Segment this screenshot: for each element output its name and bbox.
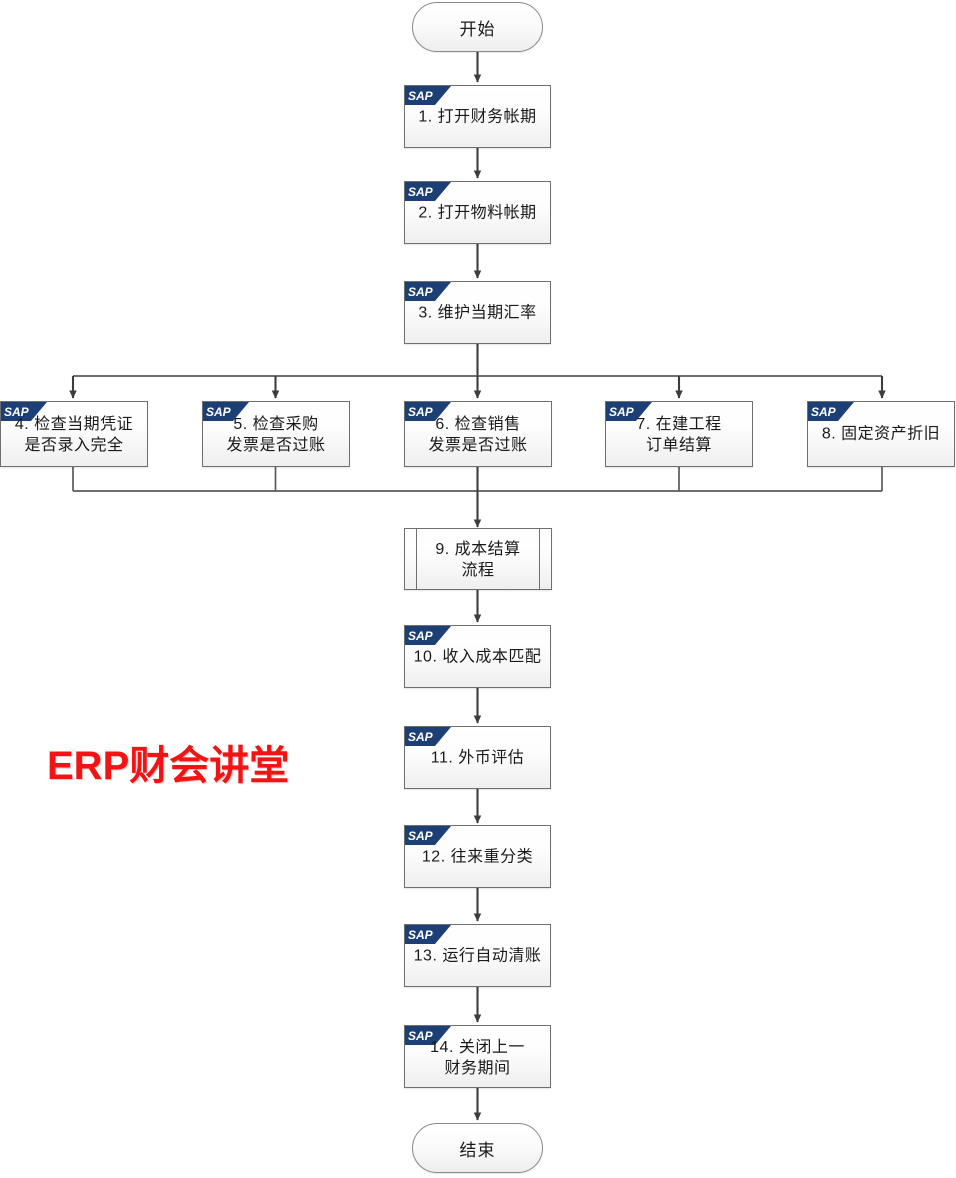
node-step10[interactable]: SAP 10. 收入成本匹配	[404, 625, 551, 688]
sap-logo-icon: SAP	[405, 282, 451, 301]
svg-text:SAP: SAP	[408, 185, 434, 199]
sap-logo-icon: SAP	[405, 626, 451, 645]
node-step4[interactable]: SAP 4. 检查当期凭证 是否录入完全	[0, 401, 148, 467]
watermark-text: ERP财会讲堂	[47, 744, 290, 788]
node-step4-label: 4. 检查当期凭证 是否录入完全	[14, 416, 134, 455]
node-step2[interactable]: SAP 2. 打开物料帐期	[404, 181, 551, 244]
sap-logo-icon: SAP	[405, 182, 451, 201]
node-step11[interactable]: SAP 11. 外币评估	[404, 726, 551, 789]
sap-logo-icon: SAP	[405, 86, 451, 105]
node-step13-label: 13. 运行自动清账	[413, 946, 542, 964]
node-step2-label: 2. 打开物料帐期	[418, 203, 537, 221]
node-step7-label: 7. 在建工程 订单结算	[636, 416, 722, 455]
svg-text:SAP: SAP	[408, 730, 434, 744]
svg-text:SAP: SAP	[408, 629, 434, 643]
sap-logo-icon: SAP	[405, 925, 451, 944]
sap-logo-icon: SAP	[808, 402, 854, 421]
node-start[interactable]: 开始	[412, 2, 543, 52]
svg-text:SAP: SAP	[408, 285, 434, 299]
node-step8-label: 8. 固定资产折旧	[821, 425, 941, 443]
node-step7[interactable]: SAP 7. 在建工程 订单结算	[605, 401, 753, 467]
node-step14-label: 14. 关闭上一 财务期间	[430, 1038, 525, 1077]
node-step14[interactable]: SAP 14. 关闭上一 财务期间	[404, 1025, 551, 1088]
svg-text:SAP: SAP	[408, 829, 434, 843]
node-step3[interactable]: SAP 3. 维护当期汇率	[404, 281, 551, 344]
node-step12-label: 12. 往来重分类	[421, 847, 534, 865]
node-step6[interactable]: SAP 6. 检查销售 发票是否过账	[404, 401, 552, 467]
node-step6-label: 6. 检查销售 发票是否过账	[428, 416, 528, 455]
node-start-label: 开始	[459, 19, 496, 39]
node-step3-label: 3. 维护当期汇率	[418, 303, 537, 321]
node-step12[interactable]: SAP 12. 往来重分类	[404, 825, 551, 888]
node-end-label: 结束	[459, 1140, 496, 1160]
sap-logo-icon: SAP	[405, 727, 451, 746]
node-step9-label: 9. 成本结算 流程	[435, 541, 521, 580]
node-end[interactable]: 结束	[412, 1123, 543, 1173]
svg-text:SAP: SAP	[408, 89, 434, 103]
node-step1[interactable]: SAP 1. 打开财务帐期	[404, 85, 551, 148]
node-step11-label: 11. 外币评估	[430, 748, 525, 766]
node-step10-label: 10. 收入成本匹配	[413, 647, 542, 665]
node-step8[interactable]: SAP 8. 固定资产折旧	[807, 401, 955, 467]
node-step13[interactable]: SAP 13. 运行自动清账	[404, 924, 551, 987]
node-step1-label: 1. 打开财务帐期	[418, 107, 537, 125]
svg-text:SAP: SAP	[408, 928, 434, 942]
node-step5-label: 5. 检查采购 发票是否过账	[226, 416, 326, 455]
node-step9[interactable]: 9. 成本结算 流程	[404, 528, 552, 590]
node-step5[interactable]: SAP 5. 检查采购 发票是否过账	[202, 401, 350, 467]
svg-text:SAP: SAP	[811, 405, 837, 419]
sap-logo-icon: SAP	[405, 826, 451, 845]
